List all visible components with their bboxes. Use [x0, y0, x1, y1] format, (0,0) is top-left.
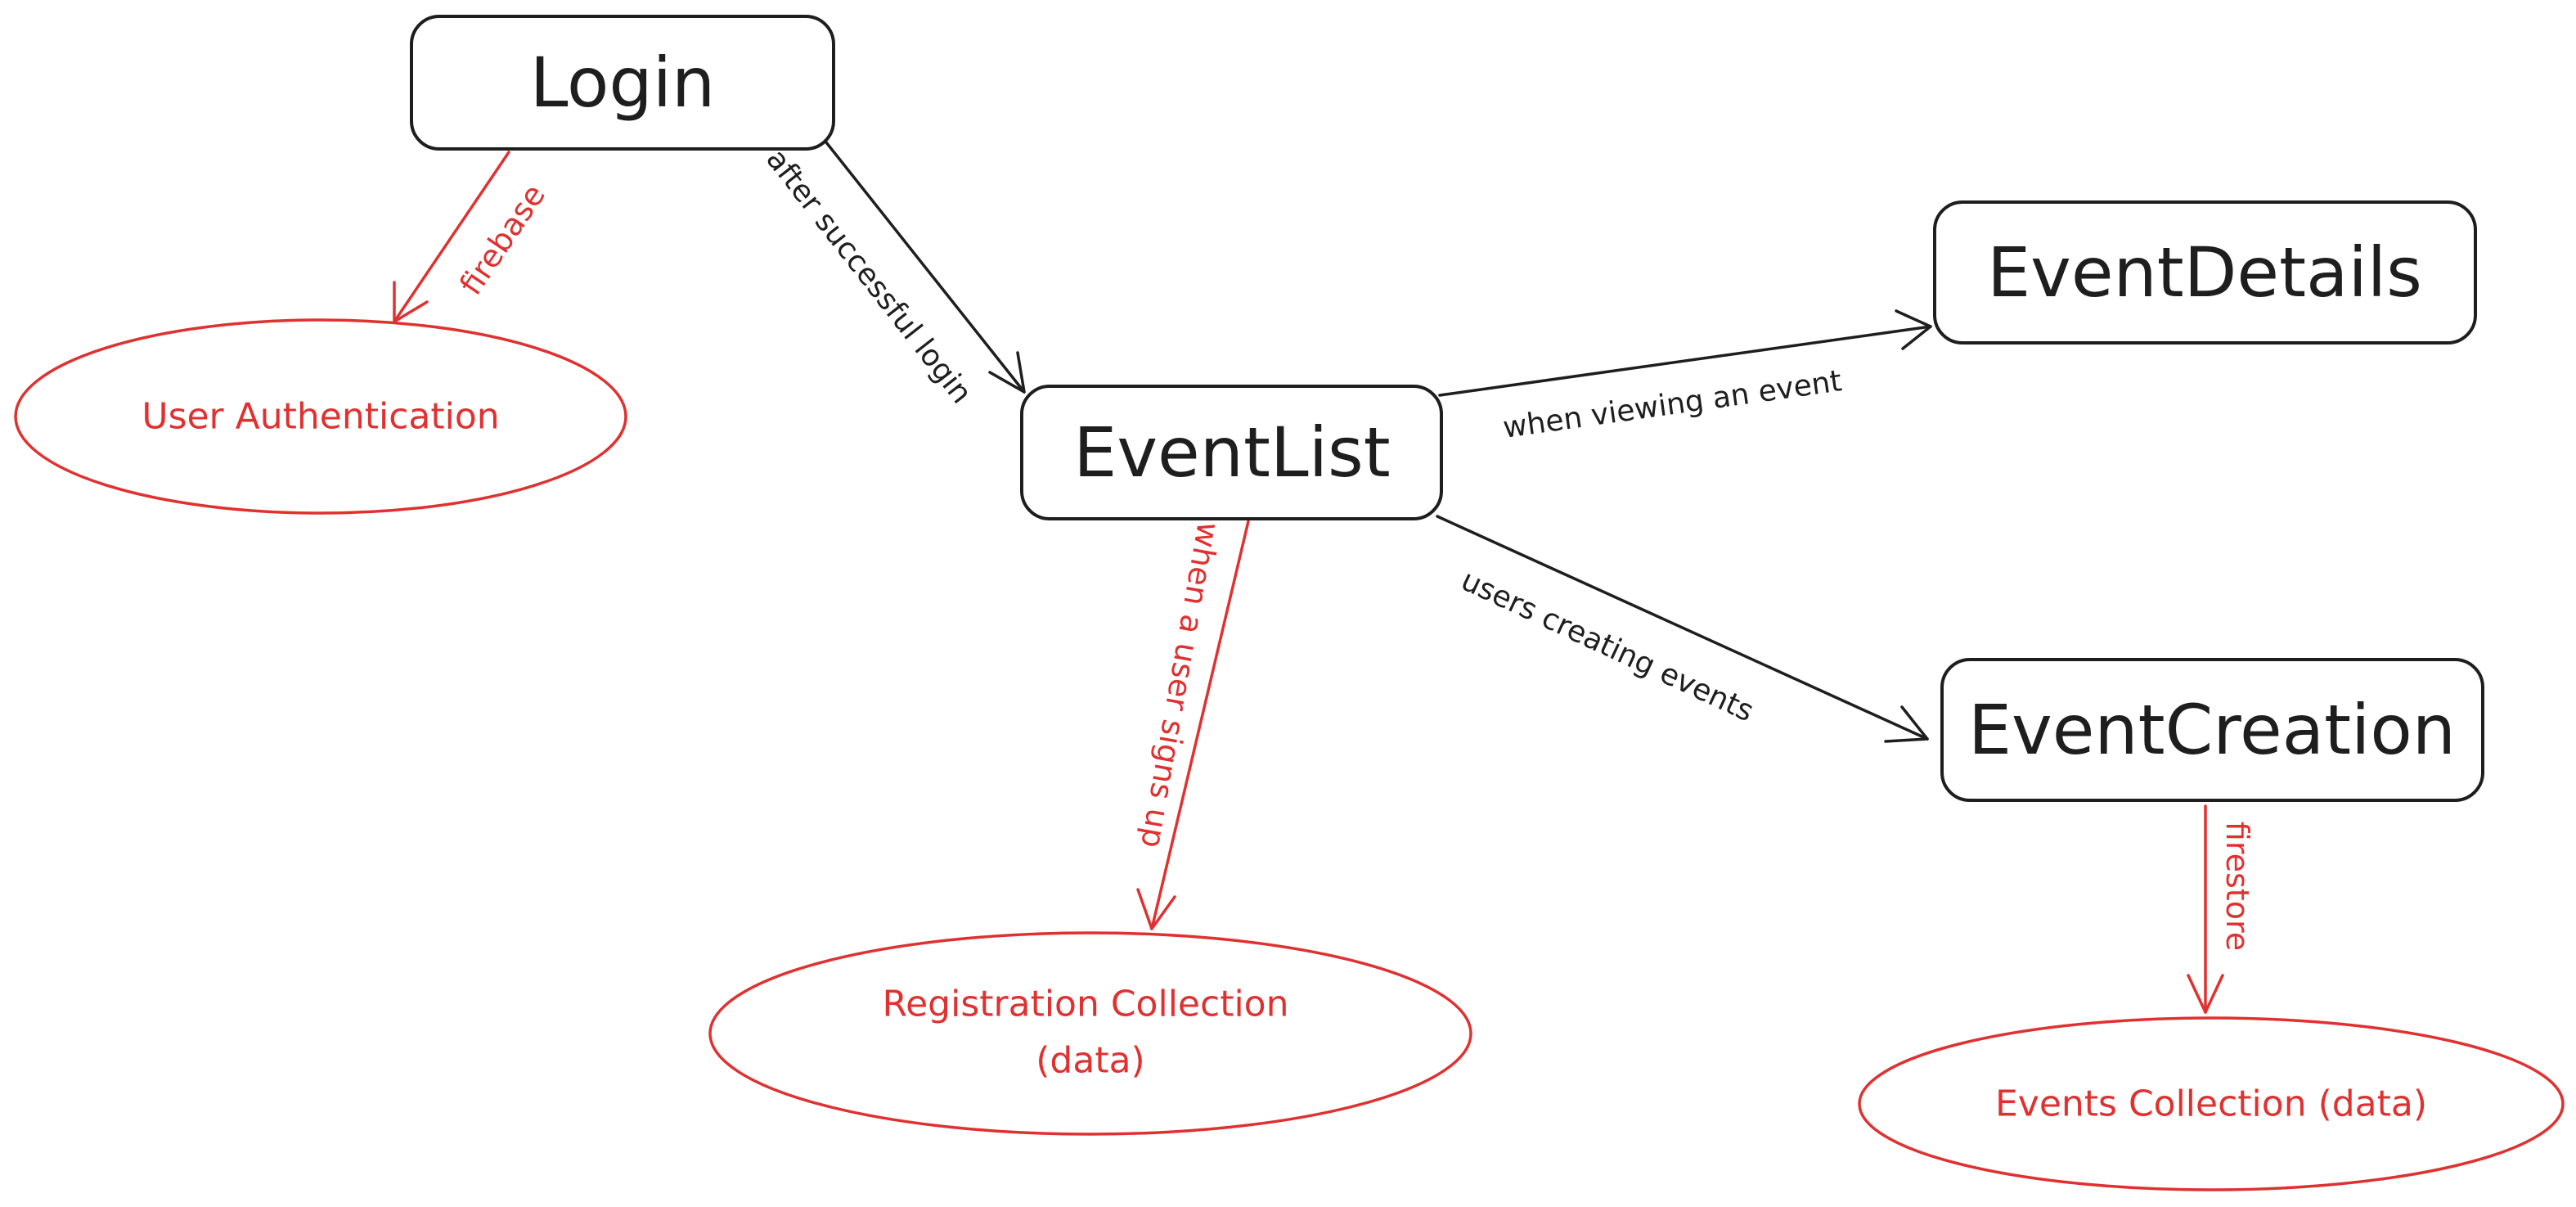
edge-label-firestore: firestore — [2219, 822, 2255, 951]
arrowhead-icon — [1136, 888, 1176, 930]
edge-label-firebase: firebase — [452, 178, 552, 301]
edge-line — [1438, 325, 1932, 397]
store-label-line-1: Registration Collection — [883, 984, 1289, 1025]
store-label: User Authentication — [142, 396, 499, 438]
arrowhead-icon — [2187, 974, 2224, 1014]
edge-label-after-successful-login: after successful login — [759, 143, 978, 410]
edge-eventlist-to-creation: users creating events — [1436, 515, 1929, 743]
edge-creation-to-events: firestore — [2187, 804, 2255, 1014]
node-box — [1940, 658, 2484, 802]
store-ellipse — [708, 931, 1472, 1136]
node-event-creation[interactable]: EventCreation — [1940, 658, 2484, 802]
store-user-authentication[interactable]: User Authentication — [14, 318, 627, 515]
node-box — [410, 15, 835, 151]
edge-label-users-creating-events: users creating events — [1456, 564, 1759, 729]
edge-label-when-viewing-an-event: when viewing an event — [1501, 364, 1844, 445]
edge-eventlist-to-registration: when a user signs up — [1134, 520, 1250, 930]
edge-login-to-auth: firebase — [393, 151, 552, 323]
store-registration-collection[interactable]: Registration Collection (data) — [708, 931, 1472, 1136]
edge-line — [825, 141, 1026, 394]
node-label: EventList — [1073, 412, 1390, 493]
arrowhead-icon — [1895, 309, 1932, 350]
node-box — [1933, 200, 2477, 345]
node-label: Login — [530, 43, 716, 123]
edge-line — [393, 151, 510, 323]
node-login[interactable]: Login — [410, 15, 835, 151]
store-events-collection[interactable]: Events Collection (data) — [1858, 1016, 2565, 1191]
edge-line — [1150, 520, 1250, 930]
edge-eventlist-to-details: when viewing an event — [1438, 309, 1932, 445]
arrowhead-icon — [1884, 705, 1929, 743]
node-label: EventDetails — [1987, 232, 2422, 313]
edge-login-to-eventlist: after successful login — [759, 141, 1026, 410]
store-ellipse — [1858, 1016, 2565, 1191]
arrowhead-icon — [988, 351, 1026, 394]
node-event-details[interactable]: EventDetails — [1933, 200, 2477, 345]
node-event-list[interactable]: EventList — [1020, 385, 1443, 520]
store-ellipse — [14, 318, 627, 515]
node-box — [1020, 385, 1443, 520]
store-label-line-2: (data) — [1036, 1040, 1144, 1082]
edge-line — [1436, 515, 1929, 741]
edge-label-when-a-user-signs-up: when a user signs up — [1134, 520, 1226, 851]
store-label: Events Collection (data) — [1995, 1083, 2427, 1125]
node-label: EventCreation — [1968, 690, 2456, 770]
